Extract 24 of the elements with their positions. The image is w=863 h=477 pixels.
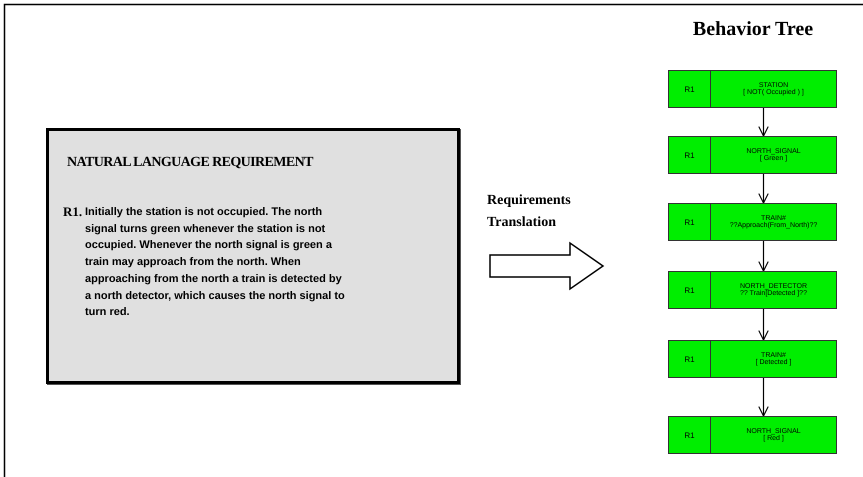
block-arrow [489,242,604,290]
arrow [758,241,769,272]
requirement-tag: R1 [669,341,711,377]
requirement-text: Initially the station is not occupied. The north signal turns green whenever the station is not occupied. Whenever the north signal is green a train may approach from the north. When approaching from the north a train is detected by a north detector, which causes the north signal to turn red. [85,205,346,320]
requirement-tag: R1 [669,417,711,453]
behavior-node [668,70,837,108]
arrow [758,378,769,417]
behavior-node [668,136,837,174]
behavior-node [668,271,837,309]
behavior-node [668,340,837,378]
requirement-tag: R1 [669,204,711,240]
behavior-node [668,416,837,454]
arrow [758,108,769,137]
behavior-node [668,203,837,241]
requirement-id: R1. [63,204,82,220]
edge-label: Requirements Translation [487,192,572,232]
tree-title: Behavior Tree [692,18,814,41]
requirement-tag: R1 [669,71,711,107]
panel-heading: NATURAL LANGUAGE REQUIREMENT [67,155,313,171]
requirement-panel [46,128,460,384]
arrow [758,309,769,341]
requirement-tag: R1 [669,137,711,173]
arrow [758,174,769,204]
requirement-tag: R1 [669,272,711,308]
